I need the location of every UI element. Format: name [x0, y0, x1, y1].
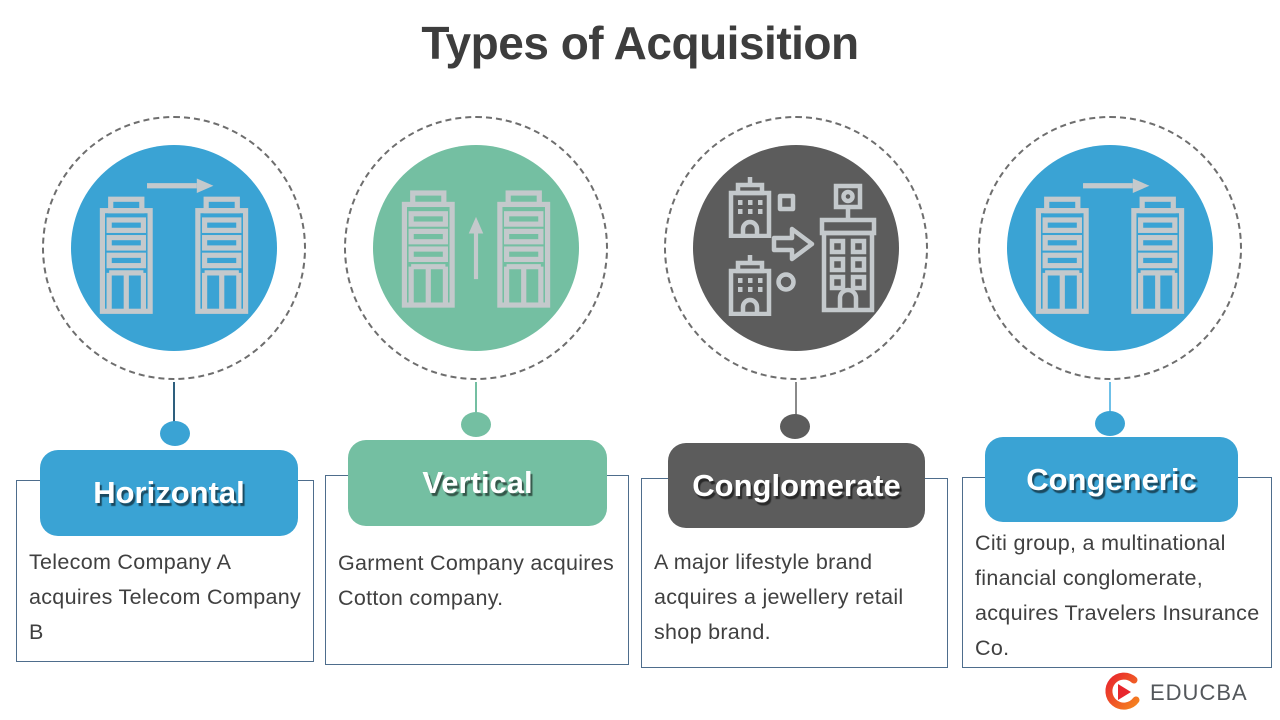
connector-dot: [1095, 411, 1125, 436]
dashed-ring: [978, 116, 1242, 380]
dashed-ring: [664, 116, 928, 380]
brand-name: EDUCBA: [1150, 680, 1248, 705]
type-label: Congeneric: [985, 437, 1238, 522]
connector-line: [173, 382, 175, 422]
type-circle: [693, 145, 899, 351]
type-label: Vertical: [348, 440, 607, 526]
description-text: Garment Company acquires Cotton company.: [338, 551, 615, 610]
brand-logo: EDUCBA: [1102, 672, 1248, 714]
connector-line: [475, 382, 477, 414]
type-label: Conglomerate: [668, 443, 925, 528]
two-buildings-right-arrow-icon: [1027, 178, 1193, 321]
type-circle: [71, 145, 277, 351]
connector-line: [1109, 382, 1111, 412]
dashed-ring: [344, 116, 608, 380]
page-title: Types of Acquisition: [421, 17, 859, 69]
connector-dot: [461, 412, 491, 437]
description-text: Telecom Company A acquires Telecom Compa…: [29, 550, 302, 644]
description-text: Citi group, a multinational financial co…: [975, 531, 1260, 660]
two-buildings-up-arrow-icon: [393, 175, 559, 321]
type-circle: [1007, 145, 1213, 351]
connector-dot: [780, 414, 810, 439]
connector-line: [795, 382, 797, 415]
two-buildings-right-arrow-icon: [91, 178, 257, 321]
type-label: Horizontal: [40, 450, 298, 536]
merging-buildings-icon: [714, 172, 877, 324]
type-circle: [373, 145, 579, 351]
description-text: A major lifestyle brand acquires a jewel…: [654, 550, 904, 644]
connector-dot: [160, 421, 190, 446]
dashed-ring: [42, 116, 306, 380]
educba-logo-icon: [1105, 672, 1140, 710]
